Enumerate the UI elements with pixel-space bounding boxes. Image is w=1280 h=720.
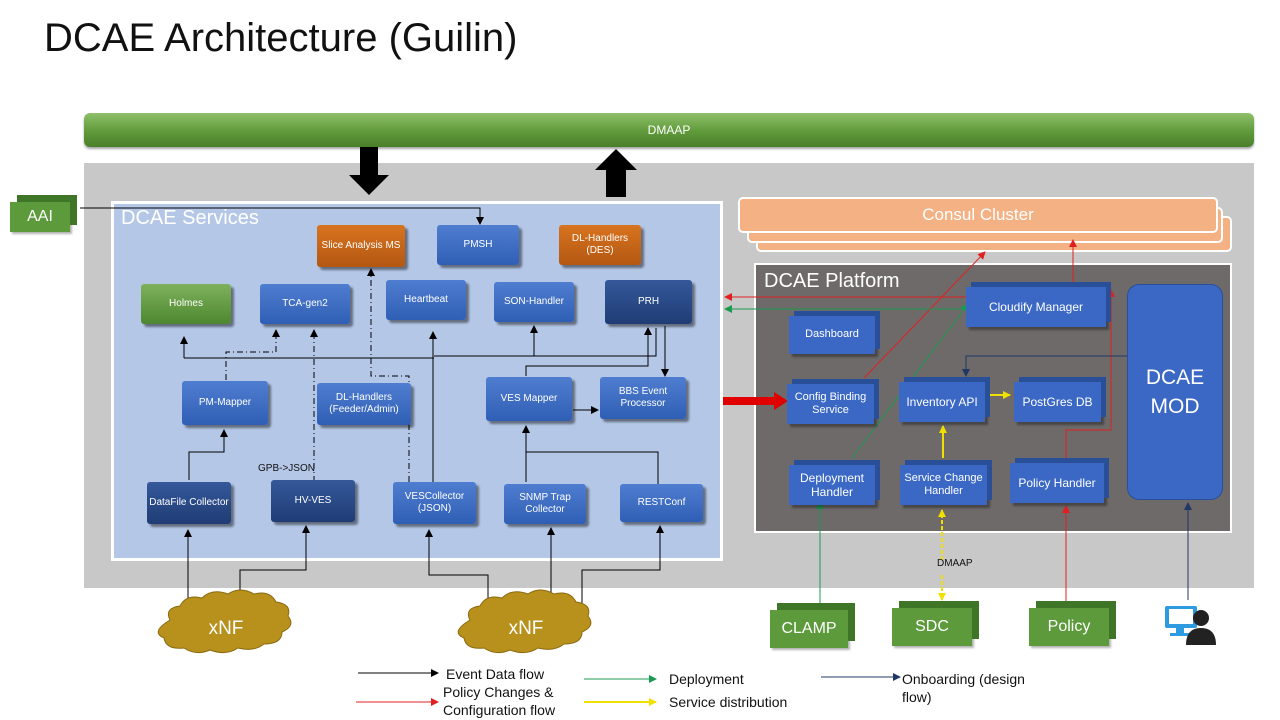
clamp-box: CLAMP	[770, 610, 848, 648]
xnf-cloud-left-shape	[157, 589, 292, 654]
xnf-right-label: xNF	[508, 618, 544, 639]
legend-service-distribution: Service distribution	[669, 694, 788, 710]
dcae-mod-box: DCAE MOD	[1127, 284, 1223, 500]
slice-analysis-ms-box: Slice Analysis MS	[317, 225, 405, 267]
heartbeat-box: Heartbeat	[386, 280, 466, 320]
tca-gen2-box: TCA-gen2	[260, 284, 350, 324]
dashboard-box: Dashboard	[789, 316, 875, 354]
config-binding-service-box: Config Binding Service	[787, 384, 874, 424]
dmaap-small-label: DMAAP	[937, 558, 973, 569]
ves-collector-box: VESCollector (JSON)	[393, 482, 476, 524]
gpb-json-label: GPB->JSON	[258, 463, 315, 474]
service-change-handler-box: Service Change Handler	[900, 465, 987, 505]
legend-deployment: Deployment	[669, 671, 744, 687]
deployment-handler-box: Deployment Handler	[789, 465, 875, 505]
pm-mapper-box: PM-Mapper	[182, 381, 268, 425]
consul-cluster: Consul Cluster	[738, 197, 1218, 233]
dmaap-down-arrow	[349, 147, 389, 195]
aai-to-pmsh-line	[80, 207, 484, 225]
prh-box: PRH	[605, 280, 692, 324]
xnf-left-label: xNF	[208, 618, 244, 639]
dcae-services-label: DCAE Services	[121, 207, 259, 229]
policy-box: Policy	[1029, 608, 1109, 646]
cloudify-manager-box: Cloudify Manager	[966, 287, 1106, 327]
inventory-api-box: Inventory API	[899, 382, 985, 422]
legend-policy-changes: Policy Changes & Configuration flow	[443, 684, 556, 719]
legend-event-data-flow: Event Data flow	[446, 666, 545, 682]
page-title: DCAE Architecture (Guilin)	[44, 16, 518, 60]
user-at-computer-icon	[1165, 606, 1216, 645]
snmp-trap-collector-box: SNMP Trap Collector	[504, 484, 586, 524]
xnf-cloud-right-shape	[457, 589, 592, 654]
policy-handler-box: Policy Handler	[1010, 463, 1104, 503]
sdc-box: SDC	[892, 608, 972, 646]
restconf-box: RESTConf	[620, 484, 703, 522]
legend-onboarding: Onboarding (design flow)	[902, 671, 1025, 706]
holmes-box: Holmes	[141, 284, 231, 324]
dmaap-up-arrow	[595, 149, 637, 197]
datafile-collector-box: DataFile Collector	[147, 482, 231, 524]
son-handler-box: SON-Handler	[494, 282, 574, 322]
hv-ves-box: HV-VES	[271, 480, 355, 522]
dcae-platform-label: DCAE Platform	[764, 270, 900, 292]
dmaap-bus-bar: DMAAP	[84, 113, 1254, 147]
pmsh-box: PMSH	[437, 225, 519, 265]
dl-handlers-des-box: DL-Handlers (DES)	[559, 225, 641, 265]
ves-mapper-box: VES Mapper	[486, 377, 572, 421]
services-to-platform-arrow	[723, 392, 788, 410]
bbs-event-processor-box: BBS Event Processor	[600, 377, 686, 419]
postgres-db-box: PostGres DB	[1014, 382, 1101, 422]
dl-handlers-feeder-box: DL-Handlers (Feeder/Admin)	[317, 383, 411, 425]
aai-box: AAI	[10, 202, 70, 232]
